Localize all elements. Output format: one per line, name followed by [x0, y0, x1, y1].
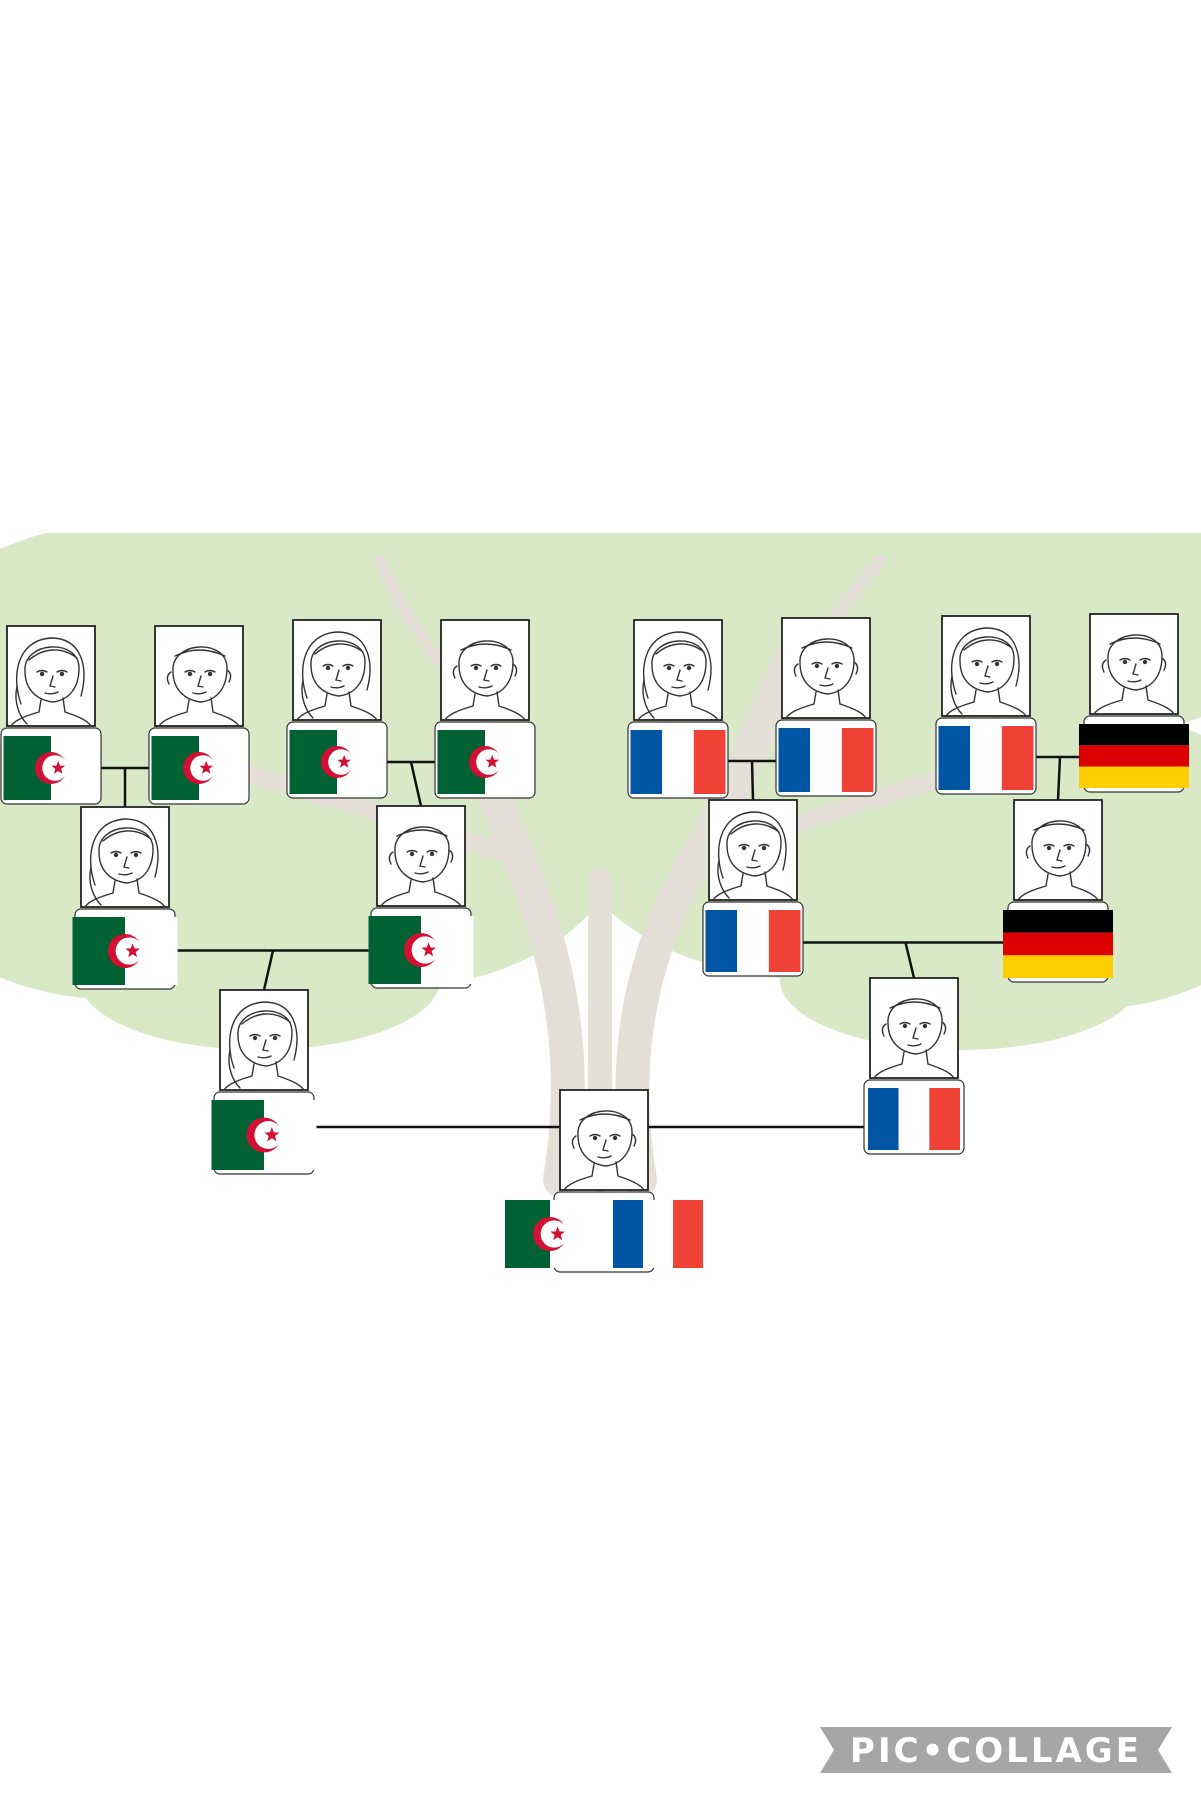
person-node-gf2	[1003, 799, 1113, 983]
person-node-father	[863, 977, 965, 1155]
man-face-icon	[1017, 820, 1099, 901]
man-face-icon	[785, 638, 867, 719]
person-node-ggf4	[1079, 613, 1189, 793]
portrait-frame	[154, 625, 244, 727]
woman-face-icon	[10, 637, 92, 727]
person-node-ggf3	[775, 617, 877, 797]
woman-face-icon	[223, 1001, 305, 1091]
algeria-flag-icon	[211, 1100, 317, 1170]
person-node-gm2	[702, 799, 804, 977]
portrait-frame	[80, 806, 170, 908]
portrait-frame	[6, 625, 96, 727]
algeria-flag-icon	[505, 1200, 595, 1268]
portrait-frame	[633, 619, 723, 721]
algeria-flag-icon	[151, 736, 247, 800]
man-face-icon	[158, 646, 240, 727]
france-flag-icon	[630, 730, 726, 794]
person-node-ggm3	[627, 619, 729, 799]
descent-line	[262, 950, 275, 991]
portrait-frame	[292, 619, 382, 721]
portrait-frame	[1013, 799, 1103, 901]
portrait-frame	[559, 1089, 649, 1191]
portrait-frame	[941, 615, 1031, 717]
man-face-icon	[873, 998, 955, 1079]
algeria-flag-icon	[437, 730, 533, 794]
portrait-frame	[219, 989, 309, 1091]
woman-face-icon	[296, 631, 378, 721]
person-node-mother	[211, 989, 317, 1175]
portrait-frame	[708, 799, 798, 901]
portrait-frame	[1089, 613, 1179, 715]
person-node-ggf2	[434, 619, 536, 799]
algeria-flag-icon	[72, 917, 178, 985]
woman-face-icon	[712, 811, 794, 901]
france-flag-icon	[613, 1200, 703, 1268]
germany-flag-icon	[1079, 724, 1189, 788]
woman-face-icon	[945, 627, 1027, 717]
woman-face-icon	[84, 818, 166, 908]
descent-line	[904, 942, 916, 979]
woman-face-icon	[637, 631, 719, 721]
person-node-ggm2	[286, 619, 388, 799]
man-face-icon	[1093, 634, 1175, 715]
portrait-frame	[440, 619, 530, 721]
watermark-ribbon	[820, 1727, 1172, 1773]
watermark-text: PIC•COLLAGE	[850, 1731, 1142, 1771]
person-node-ggm4	[935, 615, 1037, 795]
person-node-child	[505, 1089, 703, 1273]
germany-flag-icon	[1003, 910, 1113, 978]
person-node-ggf1	[148, 625, 250, 805]
person-node-ggm1	[0, 625, 102, 805]
france-flag-icon	[938, 726, 1034, 790]
man-face-icon	[380, 826, 462, 907]
algeria-flag-icon	[289, 730, 385, 794]
descent-line	[409, 761, 423, 807]
portrait-frame	[781, 617, 871, 719]
portrait-frame	[376, 805, 466, 907]
person-node-gf1	[368, 805, 474, 989]
person-node-gm1	[72, 806, 178, 990]
algeria-flag-icon	[368, 916, 474, 984]
pic-collage-watermark: PIC•COLLAGE	[820, 1727, 1172, 1773]
descent-line	[750, 760, 755, 801]
france-flag-icon	[868, 1088, 960, 1150]
man-face-icon	[563, 1110, 645, 1191]
man-face-icon	[444, 640, 526, 721]
descent-line	[1056, 756, 1062, 801]
france-flag-icon	[705, 910, 801, 972]
france-flag-icon	[778, 728, 874, 792]
algeria-flag-icon	[3, 736, 99, 800]
portrait-frame	[869, 977, 959, 1079]
